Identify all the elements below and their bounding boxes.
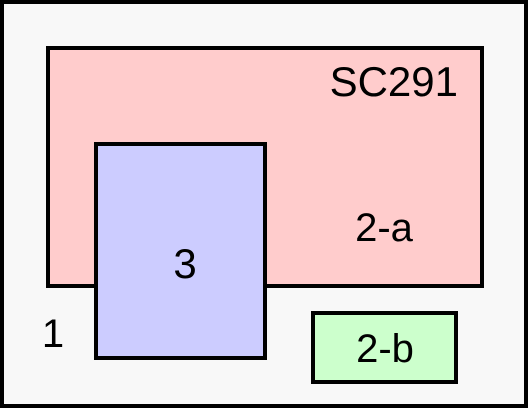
region-2a-label: 2-a: [355, 206, 414, 250]
region-3-box: [94, 142, 267, 360]
region-2b-box: [311, 311, 458, 384]
region-1-label: 1: [42, 312, 64, 356]
region-2a-title: SC291: [330, 58, 458, 105]
region-3-label: 3: [173, 240, 196, 287]
region-2b-label: 2-b: [356, 327, 414, 371]
